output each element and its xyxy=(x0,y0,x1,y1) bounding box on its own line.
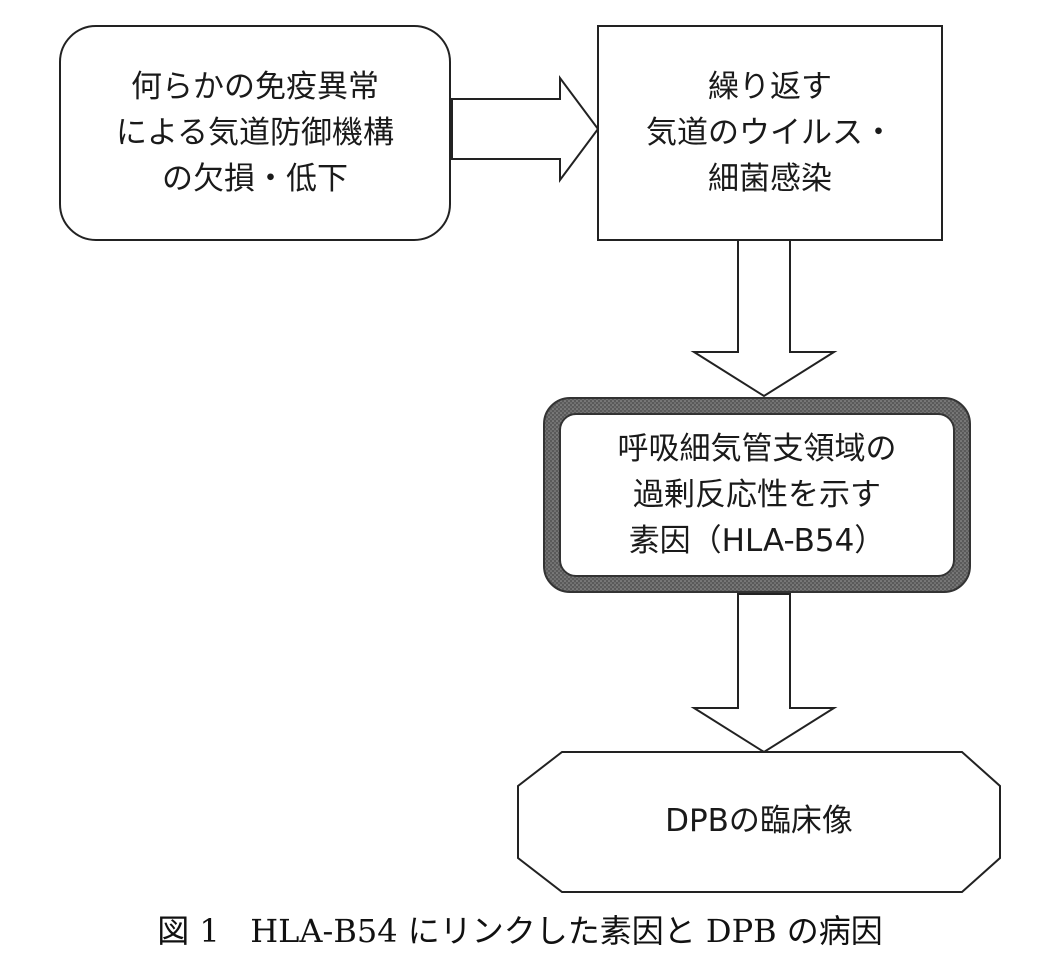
node-infection-line-2: 気道のウイルス・ xyxy=(646,115,894,151)
diagram-canvas xyxy=(59,25,1001,893)
arrow-down-1 xyxy=(690,239,838,398)
figure-caption-text: HLA-B54 にリンクした素因と DPB の病因 xyxy=(250,912,883,950)
node-immune-line-1: 何らかの免疫異常 xyxy=(131,69,379,105)
node-infection-box xyxy=(597,25,943,241)
node-infection-line-3: 細菌感染 xyxy=(708,161,832,197)
node-hla-line-2: 過剰反応性を示す xyxy=(633,477,881,513)
node-immune-label: 何らかの免疫異常 による気道防御機構 の欠損・低下 xyxy=(60,64,450,202)
figure-label: 図 1 xyxy=(157,912,220,950)
node-dpb-box xyxy=(517,751,1001,893)
arrow-right xyxy=(451,74,600,184)
node-infection-line-1: 繰り返す xyxy=(708,69,832,105)
node-dpb-label: DPBの臨床像 xyxy=(518,798,1000,844)
node-hla-line-1: 呼吸細気管支領域の xyxy=(617,431,897,467)
node-hla-line-3: 素因（HLA-B54） xyxy=(628,523,886,559)
node-immune-box xyxy=(59,25,451,241)
node-immune-line-3: の欠損・低下 xyxy=(162,161,348,197)
node-dpb-line-1: DPBの臨床像 xyxy=(665,803,853,839)
node-hla-inner xyxy=(559,413,955,577)
node-infection-label: 繰り返す 気道のウイルス・ 細菌感染 xyxy=(598,64,942,202)
node-immune-line-2: による気道防御機構 xyxy=(115,115,395,151)
node-hla-label: 呼吸細気管支領域の 過剰反応性を示す 素因（HLA-B54） xyxy=(560,426,954,564)
figure-caption: 図 1 HLA-B54 にリンクした素因と DPB の病因 xyxy=(0,906,1040,952)
arrow-down-2 xyxy=(690,593,838,754)
